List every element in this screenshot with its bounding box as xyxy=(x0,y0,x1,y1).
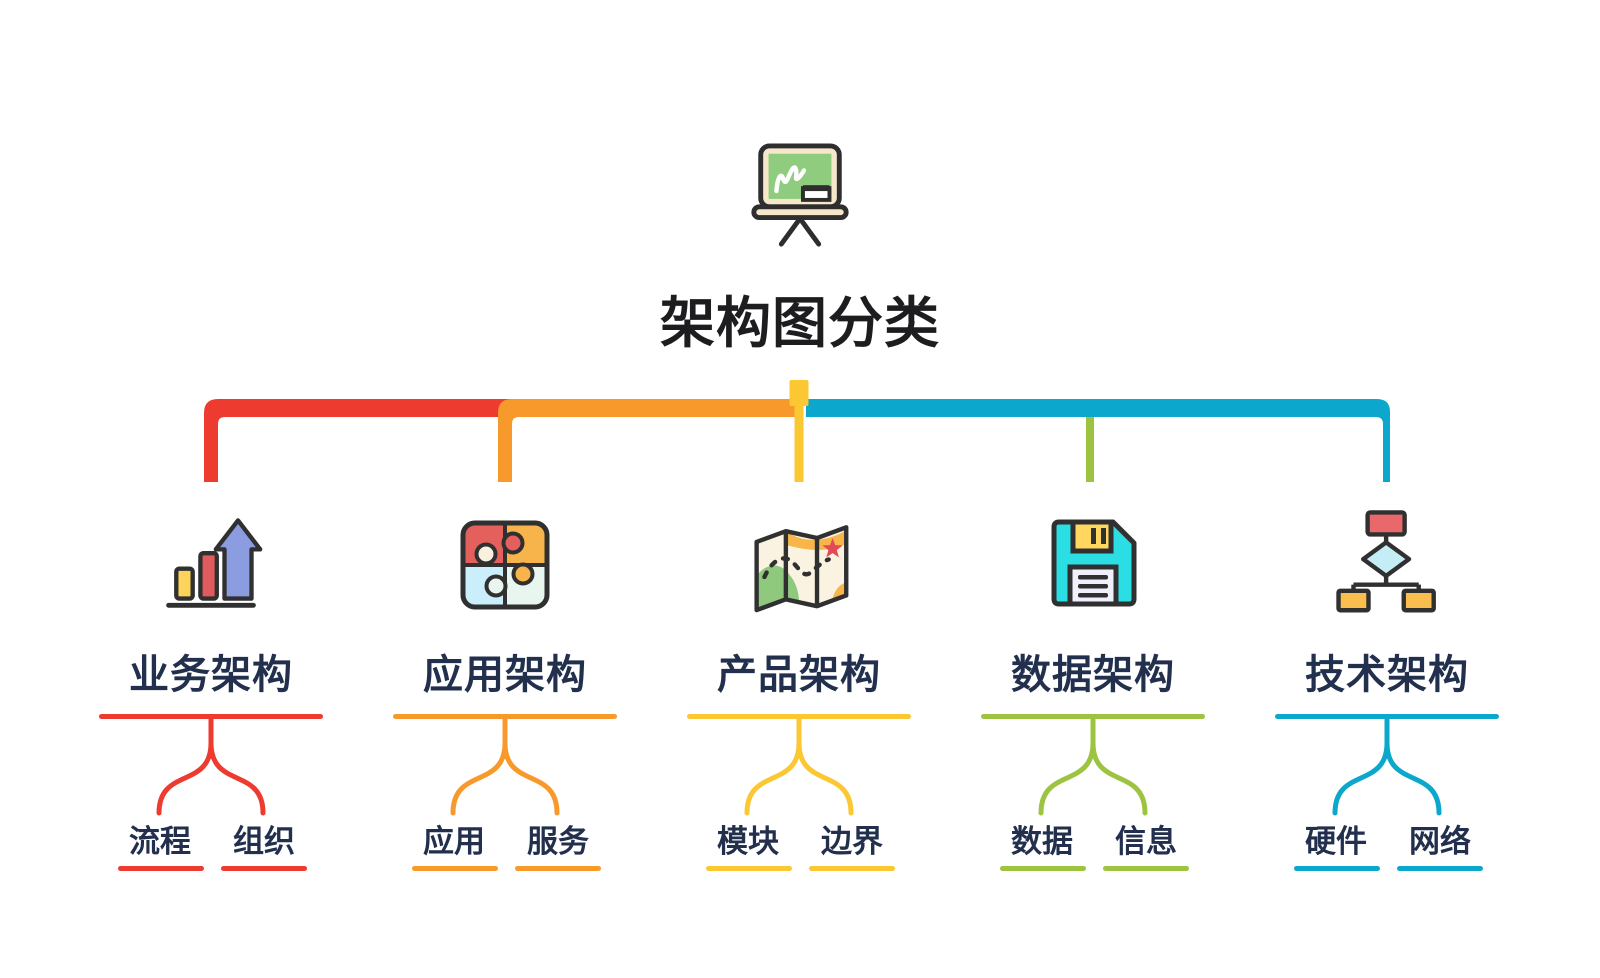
flowchart-icon[interactable] xyxy=(1335,507,1439,613)
branch-product: 产品架构 模块 边界 xyxy=(639,500,959,885)
branch-application: 应用架构 应用 服务 xyxy=(345,500,665,885)
branch-icon-wrap xyxy=(933,500,1253,613)
branch-connector-lines xyxy=(204,380,1390,482)
topic-label[interactable]: 技术架构 xyxy=(1305,653,1469,697)
floppy-disk-icon[interactable] xyxy=(1043,513,1143,613)
subtopic-label[interactable]: 边界 xyxy=(821,824,883,859)
subtopic-underline xyxy=(1103,866,1189,871)
subtopic-underline xyxy=(412,866,498,871)
subtopic-label[interactable]: 硬件 xyxy=(1305,824,1367,859)
fork-connector xyxy=(450,719,560,816)
topic-underline xyxy=(393,714,617,719)
connector-data xyxy=(1086,417,1094,482)
subtopic-underline xyxy=(221,866,307,871)
topic-underline xyxy=(687,714,911,719)
branch-data: 数据架构 数据 信息 xyxy=(933,500,1253,885)
branch-business: 业务架构 流程 组织 xyxy=(51,500,371,885)
topic-label[interactable]: 数据架构 xyxy=(1011,653,1175,697)
fork-connector xyxy=(744,719,854,816)
junction-square xyxy=(789,380,809,406)
subtopic-label[interactable]: 组织 xyxy=(233,824,295,859)
topic-underline xyxy=(99,714,323,719)
subtopic-label[interactable]: 模块 xyxy=(717,824,779,859)
subtopic-underline xyxy=(809,866,895,871)
branch-icon-wrap xyxy=(345,500,665,613)
fork-connector xyxy=(156,719,266,816)
connector-technology xyxy=(806,399,1390,482)
subtopic-label[interactable]: 应用 xyxy=(423,824,485,859)
presentation-board-icon[interactable] xyxy=(741,140,859,250)
subtopic-label[interactable]: 服务 xyxy=(527,824,589,859)
topic-label[interactable]: 业务架构 xyxy=(129,653,293,697)
topic-underline xyxy=(981,714,1205,719)
subtopic-label[interactable]: 信息 xyxy=(1115,824,1177,859)
fork-connector xyxy=(1038,719,1148,816)
topic-underline xyxy=(1275,714,1499,719)
branch-icon-wrap xyxy=(51,500,371,613)
subtopic-label[interactable]: 数据 xyxy=(1011,824,1073,859)
subtopic-underline xyxy=(118,866,204,871)
topic-label[interactable]: 产品架构 xyxy=(717,653,881,697)
subtopic-underline xyxy=(1000,866,1086,871)
connector-business xyxy=(204,399,517,482)
puzzle-icon[interactable] xyxy=(455,513,555,613)
central-topic-title[interactable]: 架构图分类 xyxy=(659,292,940,354)
subtopic-underline xyxy=(515,866,601,871)
subtopic-label[interactable]: 流程 xyxy=(129,824,191,859)
subtopic-underline xyxy=(706,866,792,871)
branch-technology: 技术架构 硬件 网络 xyxy=(1227,500,1547,885)
fork-connector xyxy=(1332,719,1442,816)
subtopic-underline xyxy=(1294,866,1380,871)
branch-icon-wrap xyxy=(639,500,959,613)
topic-label[interactable]: 应用架构 xyxy=(423,653,587,697)
branch-icon-wrap xyxy=(1227,500,1547,613)
folded-map-icon[interactable] xyxy=(743,501,855,613)
subtopic-label[interactable]: 网络 xyxy=(1409,824,1471,859)
connector-application xyxy=(498,399,796,482)
connector-product xyxy=(794,398,804,482)
subtopic-underline xyxy=(1397,866,1483,871)
growth-chart-icon[interactable] xyxy=(157,505,265,613)
